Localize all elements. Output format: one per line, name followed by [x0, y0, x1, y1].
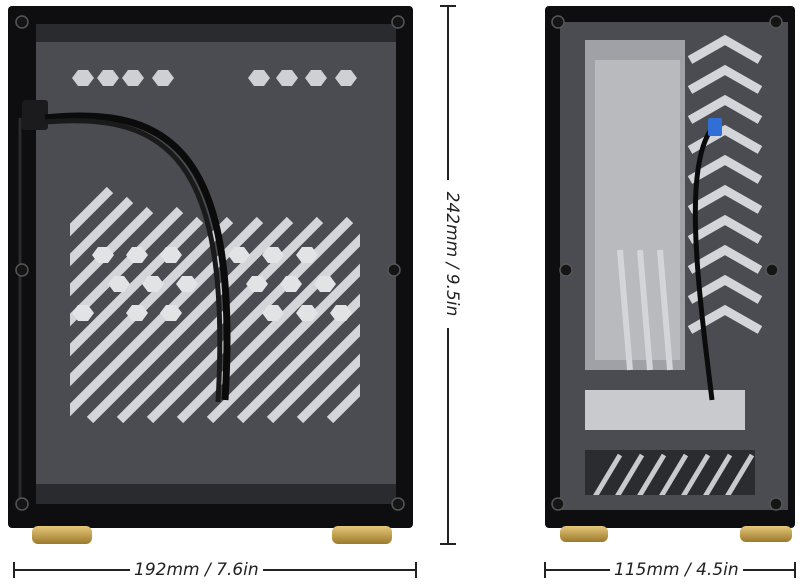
feet-left [32, 526, 392, 544]
chevron-mesh-right [585, 34, 763, 495]
hex-vents-top [72, 70, 357, 86]
width-dimension-label: 192mm / 7.6in [130, 560, 263, 580]
screws-right [551, 15, 783, 511]
usb-connector [708, 118, 722, 136]
stripe-mesh-left [70, 186, 360, 424]
depth-dimension-label: 115mm / 4.5in [610, 560, 743, 580]
feet-right [560, 526, 792, 542]
side-cable [692, 123, 717, 401]
right-case [545, 6, 795, 542]
left-case [8, 6, 413, 544]
height-dimension-label: 242mm / 9.5in [442, 180, 462, 328]
screws-left [15, 15, 405, 511]
front-io-cable [18, 100, 231, 505]
dimension-lines [13, 5, 796, 578]
